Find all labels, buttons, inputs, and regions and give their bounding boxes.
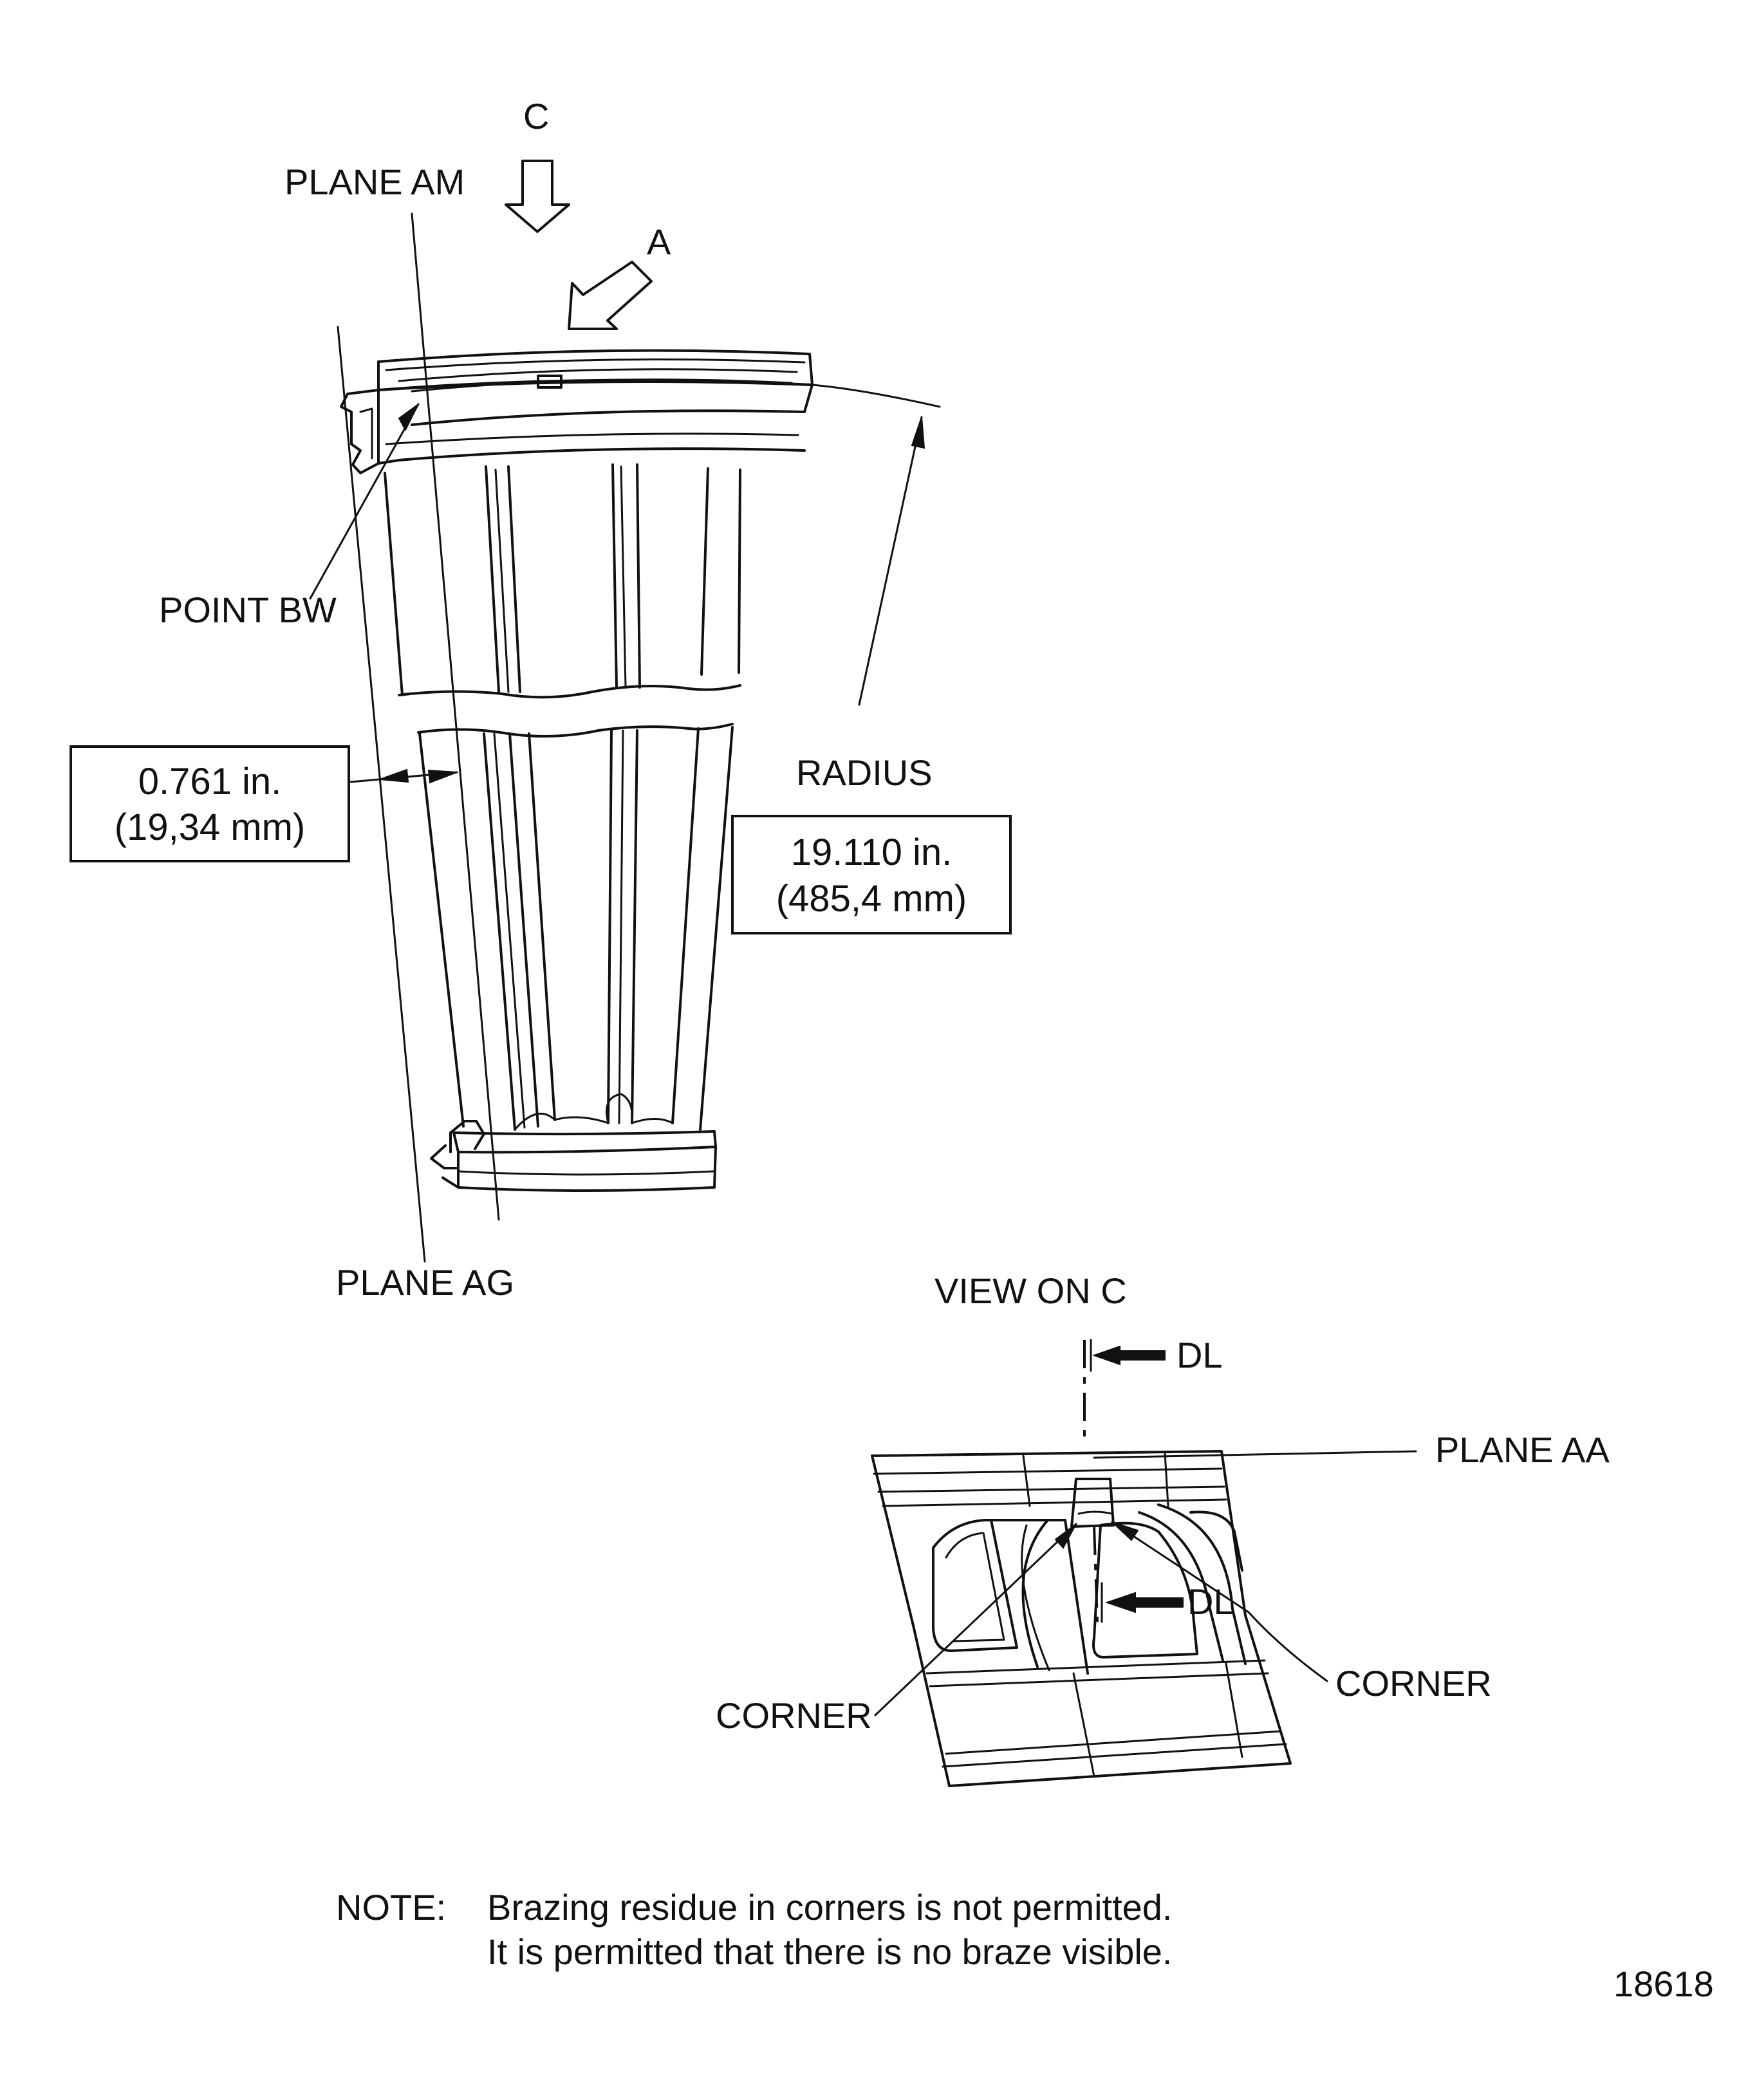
plane-ag-label: PLANE AG (336, 1262, 514, 1303)
section-dl-top-label: DL (1176, 1335, 1223, 1375)
plane-am-label: PLANE AM (284, 162, 465, 202)
plane-aa: PLANE AA (1093, 1429, 1610, 1470)
section-dl-top: DL (1083, 1335, 1223, 1436)
point-bw-arrowhead (398, 404, 419, 432)
corner-left: CORNER (716, 1523, 1077, 1736)
plane-ag-line (337, 326, 426, 1263)
corner-right: CORNER (1111, 1521, 1492, 1704)
view-arrow-a: A (568, 221, 671, 330)
blade-segment (340, 349, 813, 1192)
radius-label: RADIUS (796, 752, 933, 793)
figure-number: 18618 (1613, 1964, 1714, 2004)
note-prefix: NOTE: (336, 1887, 446, 1928)
section-dl-mid: DL (1101, 1581, 1234, 1623)
thickness-mm: (19,34 mm) (115, 806, 306, 848)
thickness-inch: 0.761 in. (138, 761, 282, 803)
view-arrow-c-label: C (523, 96, 549, 136)
corner-left-label: CORNER (716, 1695, 872, 1736)
radius-dimension: RADIUS 19.110 in. (485,4 mm) (731, 384, 1012, 934)
corner-right-label: CORNER (1335, 1663, 1492, 1704)
view-on-c-panel (871, 1450, 1292, 1787)
radius-inch: 19.110 in. (791, 832, 952, 873)
note-line-2: It is permitted that there is no braze v… (487, 1931, 1173, 1972)
radius-dimension-box (731, 815, 1012, 934)
radius-mm: (485,4 mm) (776, 878, 967, 920)
thickness-dimension-box (70, 745, 350, 862)
plane-aa-label: PLANE AA (1435, 1429, 1610, 1470)
thickness-dimension: 0.761 in. (19,34 mm) (70, 745, 458, 862)
view-arrow-c: C (505, 96, 570, 233)
point-bw-leader (309, 403, 420, 600)
plane-am-line (411, 212, 500, 1221)
note-block: NOTE: Brazing residue in corners is not … (336, 1887, 1173, 1972)
point-bw-label: POINT BW (159, 590, 337, 630)
note-line-1: Brazing residue in corners is not permit… (487, 1887, 1173, 1928)
view-arrow-a-label: A (647, 221, 671, 262)
view-on-c-title: VIEW ON C (934, 1270, 1127, 1311)
